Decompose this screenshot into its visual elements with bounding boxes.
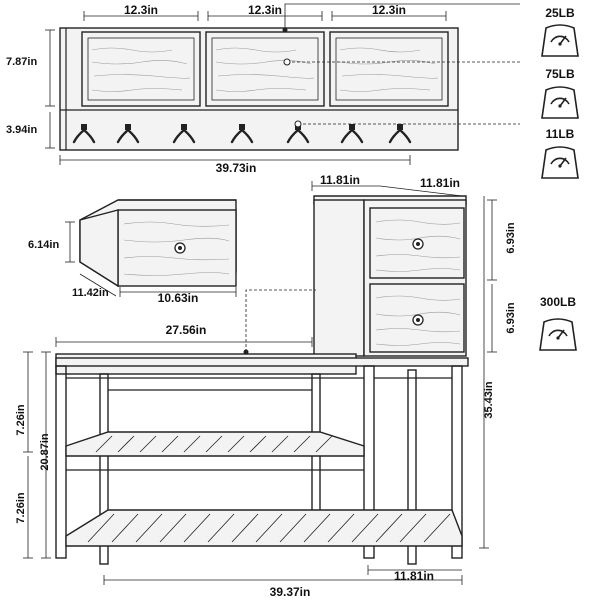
cubby-width-3-label: 12.3in (372, 3, 406, 17)
cabinet-width-label: 11.81in (320, 173, 360, 187)
drawer-knob-icon (412, 238, 424, 250)
drawer-height-label: 6.14in (28, 239, 59, 251)
cabinet-drawer-2-height-label: 6.93in (505, 302, 517, 333)
bench-leg-front-left (55, 365, 67, 559)
bench-middle-shelf (65, 431, 365, 457)
coat-hook-icon (72, 124, 96, 144)
bench-capacity-leader (245, 289, 316, 352)
coat-hook-icon (230, 124, 254, 144)
coat-hook-icon (340, 124, 364, 144)
bench-leg-front-right (363, 365, 375, 559)
cubby-3 (329, 31, 449, 107)
bench-capacity-label: 300LB (540, 295, 576, 309)
cabinet-side (313, 199, 365, 357)
shelf-slats (87, 435, 451, 543)
shoe-bench (55, 353, 469, 565)
shelf-capacity-label: 25LB (545, 6, 575, 20)
cubby-1 (81, 31, 201, 107)
cubby-capacity-label: 75LB (545, 67, 575, 81)
weight-scale-icon (539, 318, 577, 351)
hook-row (72, 124, 412, 144)
hook-capacity-label: 11LB (546, 127, 575, 141)
bench-height-label: 20.87in (39, 433, 51, 471)
cubby-2 (205, 31, 325, 107)
drawer-width-label: 10.63in (158, 291, 199, 305)
weight-scale-icon (541, 24, 579, 57)
shelf-total-width-label: 39.73in (216, 161, 257, 175)
cubby-width-2-label: 12.3in (248, 3, 282, 17)
bench-leg-back-left (99, 373, 109, 565)
coat-hook-icon (116, 124, 140, 144)
shelf-height-label: 7.87in (6, 56, 37, 68)
cubby-dimension-lines (83, 11, 447, 21)
coat-hook-icon (172, 124, 196, 144)
hook-rail-height-label: 3.94in (6, 124, 37, 136)
weight-scale-icon (541, 146, 579, 179)
cabinet-depth-label: 11.81in (420, 176, 460, 190)
weight-scale-icon (541, 86, 579, 119)
cabinet (313, 195, 467, 357)
cubby-width-1-label: 12.3in (124, 3, 158, 17)
wall-shelf (59, 27, 459, 151)
bench-total-width-label: 39.37in (270, 585, 311, 599)
shelf-capacity-leader (284, 3, 520, 30)
loose-drawer (79, 199, 237, 288)
coat-hook-icon (388, 124, 412, 144)
drawer-depth-label: 11.42in (72, 287, 109, 299)
drawer-knob-icon (174, 242, 186, 254)
bench-tier-2-height-label: 7.26in (15, 492, 27, 523)
total-height-label: 35.43in (483, 381, 495, 419)
bench-right-width-label: 11.81in (394, 569, 434, 583)
bench-tier-1-height-label: 7.26in (15, 404, 27, 435)
cabinet-drawer-1-height-label: 6.93in (505, 222, 517, 253)
drawer-knob-icon (412, 314, 424, 326)
bench-seat-width-label: 27.56in (166, 323, 207, 337)
